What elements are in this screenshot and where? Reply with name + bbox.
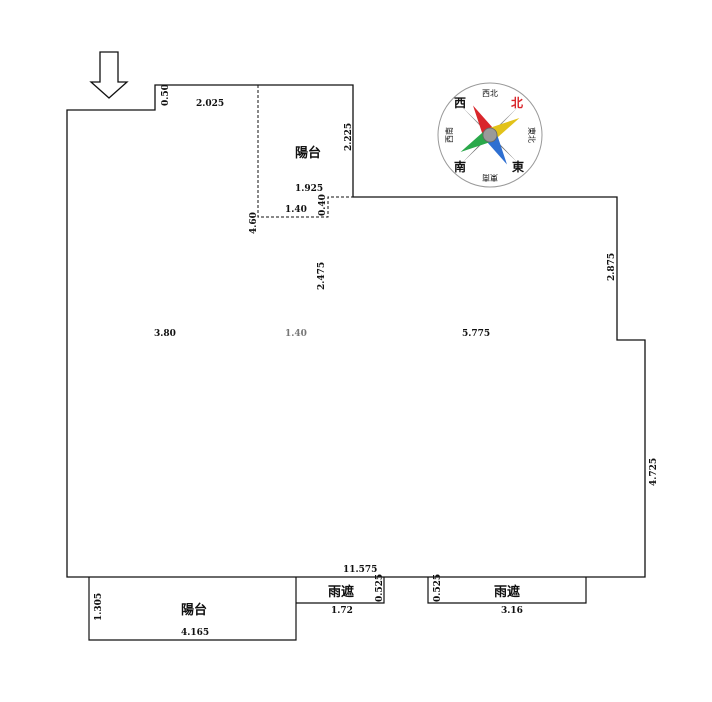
dim-label-2875: 2.875 [607,253,617,281]
dim-label-4725: 4.725 [649,458,659,486]
floor-plan-outline [66,84,646,578]
top-balcony-boundary [257,85,353,218]
compass-rose: 北 西 東 南 西北 東北 西南 東南 [437,82,543,188]
dim-label-5775: 5.775 [462,329,490,339]
dim-label-1305: 1.305 [94,593,104,621]
compass-west-label: 西 [454,96,466,110]
dim-label-172: 1.72 [331,606,353,616]
compass-northwest-label: 西北 [482,89,498,98]
dim-label-140-mid: 1.40 [285,329,307,339]
canopy-left-outline [296,577,385,604]
compass-northeast-label: 東北 [527,127,537,143]
dim-label-11575: 11.575 [343,565,377,575]
dim-label-2225: 2.225 [344,123,354,151]
compass-north-label: 北 [511,95,523,110]
compass-southeast-label: 東南 [482,173,498,183]
dim-label-0525-left: 0.525 [375,574,385,602]
room-label-canopy-right: 雨遮 [494,584,520,600]
dim-label-2475: 2.475 [317,262,327,290]
compass-east-label: 東 [512,159,524,174]
dim-label-316: 3.16 [501,606,523,616]
compass-center [482,127,498,143]
room-label-canopy-left: 雨遮 [328,584,354,600]
dim-label-380: 3.80 [154,329,176,339]
room-label-balcony-bottom: 陽台 [181,602,207,618]
dim-label-2025: 2.025 [196,99,224,109]
compass-south-label: 南 [454,159,466,174]
entrance-arrow-icon [89,51,129,99]
dim-label-0525-right: 0.525 [433,574,443,602]
dim-label-4165: 4.165 [181,628,209,638]
compass-southwest-label: 西南 [444,127,454,143]
dim-label-040: 0.40 [318,194,328,216]
canopy-right-outline [427,577,587,604]
dim-label-460: 4.60 [249,212,259,234]
room-label-balcony-top: 陽台 [295,145,321,161]
bottom-balcony-outline [88,577,297,641]
dim-label-140-top: 1.40 [285,205,307,215]
dim-label-1925: 1.925 [295,184,323,194]
dim-label-050: 0.50 [161,84,171,106]
